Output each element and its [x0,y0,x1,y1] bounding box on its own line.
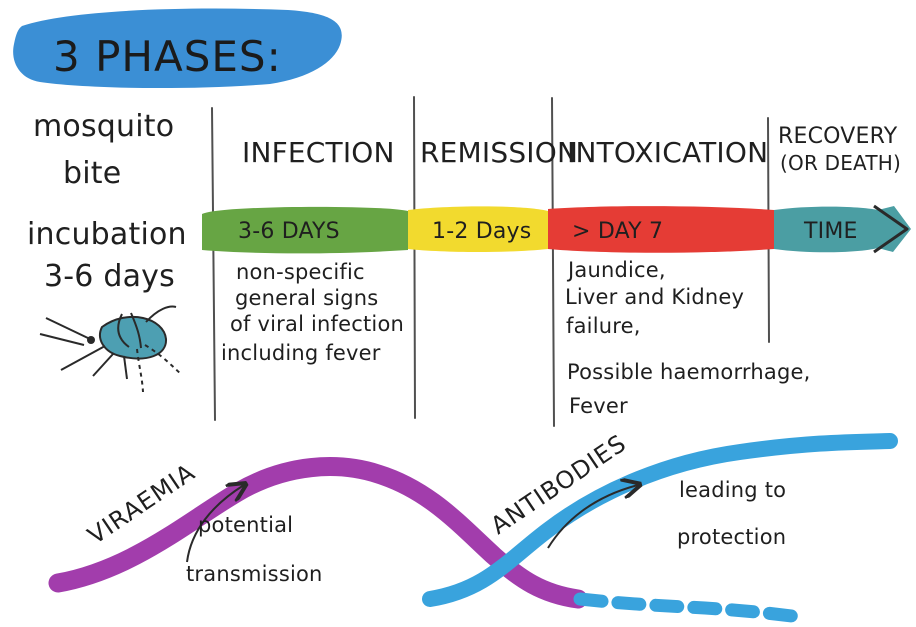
divider-remission-start [413,96,416,419]
viraemia-annotation-line-2: transmission [186,562,323,586]
intoxication-note-line-3: failure, [566,314,641,338]
phase-heading-remission: REMISSION [420,136,578,169]
left-panel: mosquito bite incubation 3-6 days [27,109,187,393]
intoxication-note-line-4: Possible haemorrhage, [567,360,810,384]
phase-bar-intoxication [548,206,774,253]
mosquito-label-line-2: bite [63,156,121,191]
intoxication-note-line-2: Liver and Kidney [565,285,744,309]
phase-heading-intoxication: INTOXICATION [567,136,768,169]
incubation-label: incubation [27,217,187,252]
arrow-right-icon [873,204,909,254]
phase-duration-infection: 3-6 DAYS [238,219,340,244]
antibodies-annotation-line-2: protection [677,525,786,549]
viraemia-annotation-line-1: potential [198,513,293,537]
infection-note-line-1: non-specific [236,260,365,284]
phase-heading-recovery-line-1: RECOVERY [778,124,898,149]
divider-intoxication-start [551,97,555,427]
phase-heading-recovery-line-2: (OR DEATH) [780,151,901,175]
phase-bar-remission [408,206,548,252]
phase-bar-time [774,206,911,253]
antibodies-curve-dashed-tail [573,592,799,623]
diagram-title: 3 PHASES: [53,32,282,81]
antibodies-annotation-arrow [547,485,638,549]
mosquito-icon [39,305,183,393]
infection-note-line-2: general signs [235,286,378,310]
title-group: 3 PHASES: [13,8,342,89]
phase-notes: non-specific general signs of viral infe… [221,258,810,418]
phase-headings: INFECTION REMISSION INTOXICATION RECOVER… [242,124,901,175]
mosquito-label-line-1: mosquito [33,109,174,144]
curves-section: VIRAEMIA ANTIBODIES potential transmissi… [48,429,898,623]
intoxication-note-line-1: Jaundice, [566,258,666,282]
phase-duration-intoxication: > DAY 7 [572,219,663,244]
timeline-bar: 3-6 DAYS 1-2 Days > DAY 7 TIME [202,204,911,254]
antibodies-annotation-line-1: leading to [679,478,786,502]
infection-note-line-4: including fever [221,341,381,365]
phase-bar-infection [202,206,408,254]
phase-duration-remission: 1-2 Days [432,219,531,244]
intoxication-note-line-5: Fever [569,394,628,418]
title-blob [13,8,342,89]
viraemia-annotation-arrow [186,485,244,563]
phase-duration-time: TIME [803,219,858,244]
infection-note-line-3: of viral infection [230,312,404,336]
phase-heading-infection: INFECTION [242,136,395,169]
divider-infection-start [211,107,216,421]
incubation-days-label: 3-6 days [44,259,175,294]
